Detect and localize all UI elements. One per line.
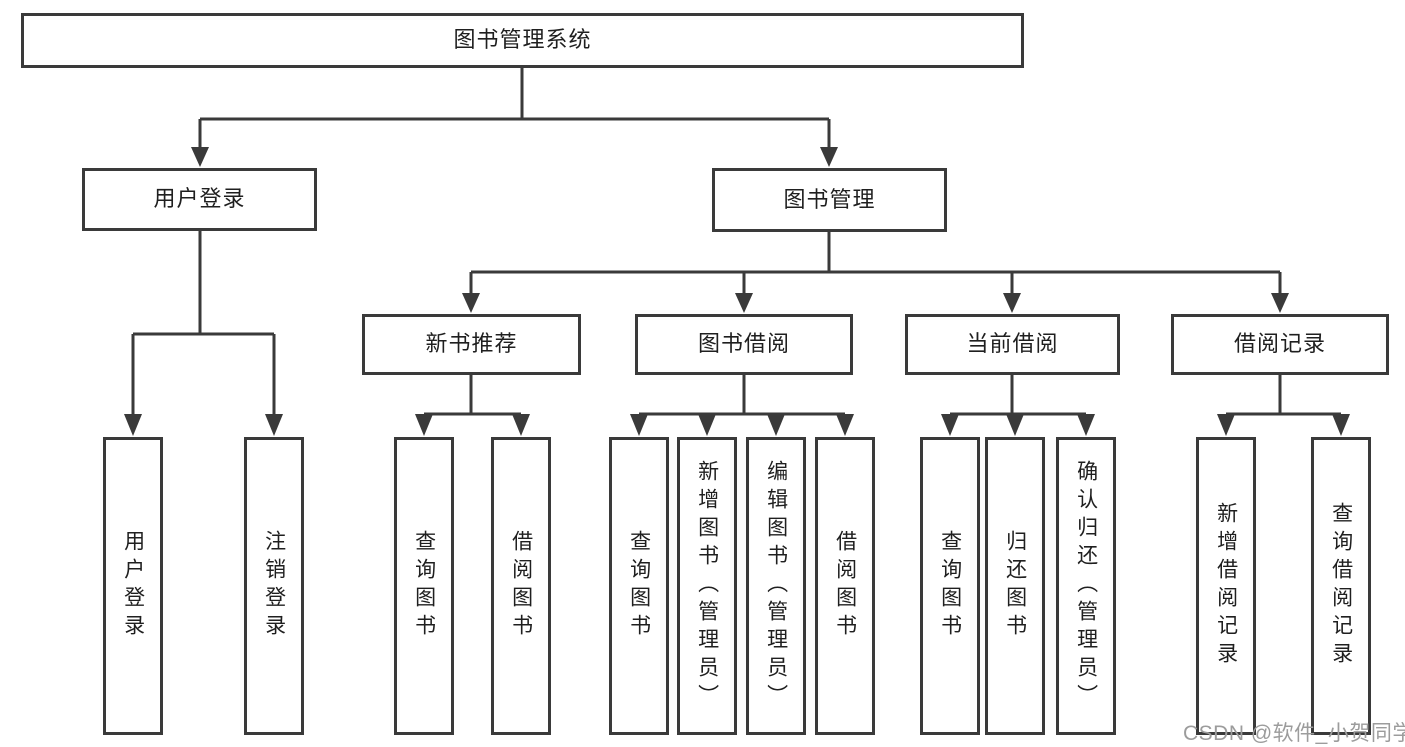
arrowhead-leaf-user-login: [124, 414, 142, 436]
leaf-user-login: 用户登录: [103, 437, 163, 735]
arrowhead-user-login: [191, 147, 209, 167]
arrowhead-bb-query: [630, 414, 648, 436]
leaf-logout: 注销登录: [244, 437, 304, 735]
leaf-borrow-edit-book: 编辑图书（管理员）: [746, 437, 806, 735]
leaf-current-confirm-return: 确认归还（管理员）: [1056, 437, 1116, 735]
node-book-borrow: 图书借阅: [635, 314, 853, 375]
arrowhead-book-mgmt: [820, 147, 838, 167]
arrowhead-current-borrow: [1003, 293, 1021, 313]
leaf-borrow-query-book: 查询图书: [609, 437, 669, 735]
leaf-records-add-record: 新增借阅记录: [1196, 437, 1256, 735]
arrowhead-rec-borrow: [512, 414, 530, 436]
arrowhead-cb-return: [1006, 414, 1024, 436]
arrowhead-rec-query: [415, 414, 433, 436]
arrowhead-br-add: [1217, 414, 1235, 436]
node-user-login: 用户登录: [82, 168, 317, 231]
node-book-management: 图书管理: [712, 168, 947, 232]
leaf-records-query-record: 查询借阅记录: [1311, 437, 1371, 735]
watermark: CSDN @软件_小贺同学: [1183, 722, 1405, 745]
leaf-borrow-add-book: 新增图书（管理员）: [677, 437, 737, 735]
arrowhead-bb-edit: [767, 414, 785, 436]
leaf-recommend-query-book: 查询图书: [394, 437, 454, 735]
arrowhead-bb-add: [698, 414, 716, 436]
node-new-book-recommend: 新书推荐: [362, 314, 581, 375]
node-library-system: 图书管理系统: [21, 13, 1024, 68]
arrowhead-cb-confirm: [1077, 414, 1095, 436]
arrowhead-new-book-rec: [462, 293, 480, 313]
leaf-recommend-borrow-book: 借阅图书: [491, 437, 551, 735]
arrowhead-bb-borrow: [836, 414, 854, 436]
arrowhead-br-query: [1332, 414, 1350, 436]
arrowhead-borrow-record: [1271, 293, 1289, 313]
leaf-current-query-book: 查询图书: [920, 437, 980, 735]
node-borrow-records: 借阅记录: [1171, 314, 1389, 375]
arrowhead-book-borrow: [735, 293, 753, 313]
node-current-borrow: 当前借阅: [905, 314, 1120, 375]
leaf-borrow-borrow-book: 借阅图书: [815, 437, 875, 735]
arrowhead-cb-query: [941, 414, 959, 436]
arrowhead-leaf-logout: [265, 414, 283, 436]
leaf-current-return-book: 归还图书: [985, 437, 1045, 735]
